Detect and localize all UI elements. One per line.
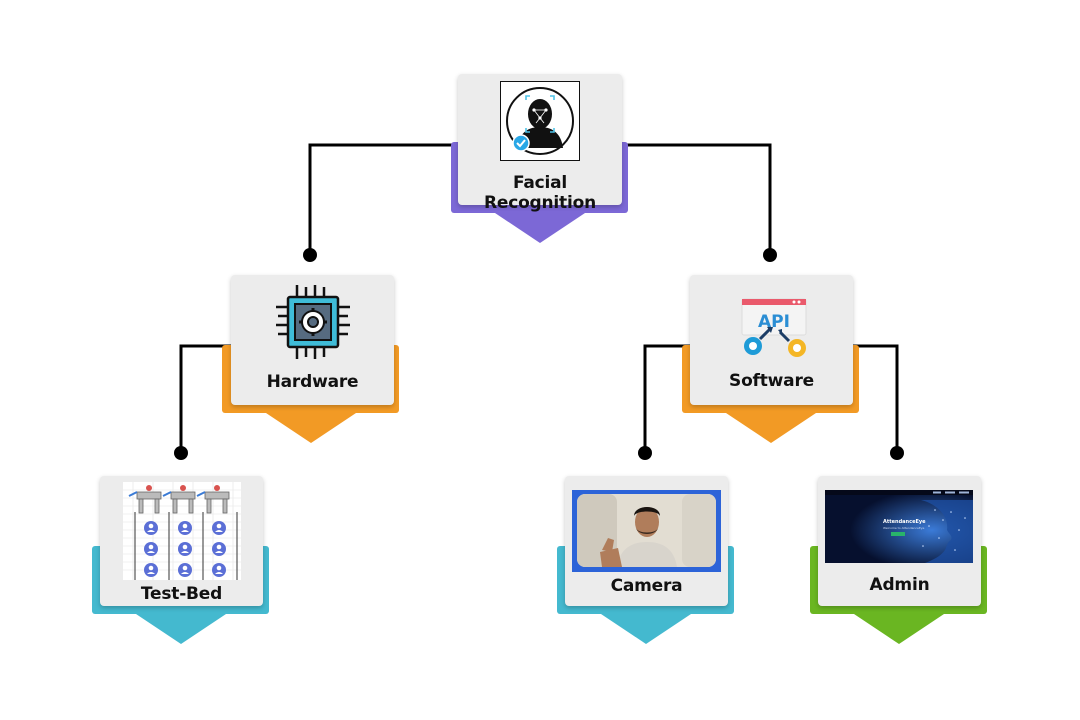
connector-dot — [763, 248, 777, 262]
node-software: API Software — [682, 275, 860, 445]
node-facial-recognition: Facial Recognition — [451, 74, 629, 244]
admin-screenshot: AttendanceEye Welcome to AttendanceEye — [825, 490, 973, 563]
node-label: Hardware — [266, 372, 359, 392]
node-pointer — [601, 614, 691, 644]
node-card: Hardware — [231, 275, 394, 405]
node-pointer — [495, 213, 585, 243]
chip-icon — [272, 281, 354, 363]
connector-root-software — [622, 143, 772, 255]
node-test-bed: Test-Bed — [92, 476, 270, 646]
node-card: Facial Recognition — [458, 74, 622, 213]
node-label: Admin — [869, 575, 930, 595]
node-label: Camera — [610, 576, 683, 596]
api-text: API — [758, 312, 790, 332]
node-pointer — [854, 614, 944, 644]
node-card: API Software — [690, 275, 853, 405]
node-card: AttendanceEye Welcome to AttendanceEye A… — [818, 476, 981, 606]
admin-screen-button — [891, 532, 905, 536]
node-label: Software — [729, 371, 814, 391]
node-pointer — [726, 413, 816, 443]
connector-software-camera — [643, 344, 690, 453]
connector-dot — [303, 248, 317, 262]
api-icon: API — [740, 297, 810, 361]
test-bed-icon — [123, 482, 241, 580]
face-scan-icon — [500, 81, 580, 161]
node-camera: Camera — [557, 476, 735, 646]
node-card: Test-Bed — [100, 476, 263, 606]
connector-dot — [890, 446, 904, 460]
connector-dot — [638, 446, 652, 460]
connector-root-hardware — [308, 143, 458, 255]
connector-software-admin — [852, 344, 899, 453]
node-label: Facial Recognition — [483, 173, 596, 213]
admin-screen-title: AttendanceEye — [883, 519, 926, 525]
node-card: Camera — [565, 476, 728, 606]
node-pointer — [136, 614, 226, 644]
node-hardware: Hardware — [222, 275, 400, 445]
camera-photo — [572, 490, 721, 572]
node-admin: AttendanceEye Welcome to AttendanceEye A… — [810, 476, 988, 646]
connector-hardware-testbed — [179, 344, 231, 453]
admin-screen-subtitle: Welcome to AttendanceEye — [883, 526, 925, 530]
node-pointer — [266, 413, 356, 443]
node-label: Test-Bed — [140, 584, 223, 604]
connector-dot — [174, 446, 188, 460]
